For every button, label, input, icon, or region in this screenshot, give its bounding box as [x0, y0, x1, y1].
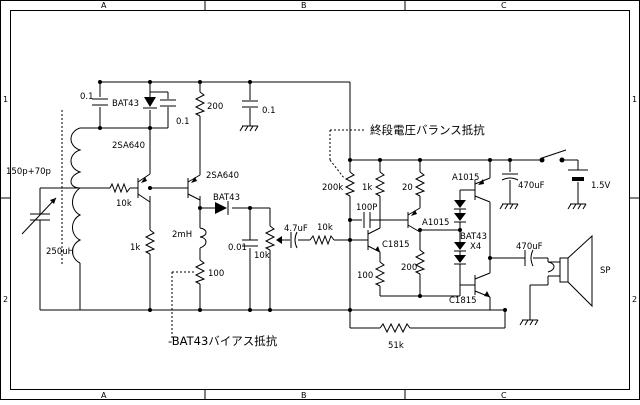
label-r-100-left: 100 — [208, 269, 224, 279]
label-r-100-mid: 100 — [357, 271, 373, 281]
label-r-200-mid: 200 — [401, 263, 417, 273]
capacitor-4.7uf — [290, 231, 298, 249]
resistor-200-mid — [414, 249, 426, 275]
zone-right-2: 2 — [632, 295, 637, 304]
transistor-2sa640-q1 — [137, 158, 151, 203]
label-diode-stack: BAT43 — [460, 232, 487, 242]
zone-top-b: B — [301, 1, 307, 10]
junction-dots — [98, 80, 512, 312]
label-coil: 250uH — [46, 247, 74, 257]
capacitor-0.1-top-left — [92, 98, 108, 106]
resistor-20 — [414, 171, 426, 197]
resistor-200k — [344, 171, 356, 197]
label-inductor-2mh: 2mH — [172, 230, 192, 240]
transistor-c1815-right — [474, 272, 491, 298]
label-c-001: 0.01 — [228, 243, 247, 253]
label-q1: 2SA640 — [112, 141, 145, 151]
annotation-leader-balance — [329, 129, 365, 179]
transistor-c1815-left — [367, 227, 381, 253]
transistor-2sa640-q2 — [180, 174, 201, 201]
resistor-100-mid — [374, 261, 386, 287]
annotation-leader-bias — [171, 271, 194, 340]
zone-right-1: 1 — [632, 95, 637, 104]
diode-stack-bat43 — [454, 200, 466, 275]
zone-bottom-c: C — [501, 391, 507, 400]
speaker-icon — [547, 234, 593, 308]
label-r-1k-mid: 1k — [362, 183, 372, 193]
label-diode-mid: BAT43 — [213, 193, 240, 203]
capacitor-0.1-top-mid — [160, 99, 176, 107]
diode-bat43-mid — [215, 201, 229, 215]
label-r-20: 20 — [402, 183, 413, 193]
label-c-100p: 100P — [356, 203, 377, 213]
capacitor-0.1-top-right — [242, 100, 258, 108]
zone-top-a: A — [101, 1, 107, 10]
ground-symbol — [499, 203, 519, 210]
resistor-1k-left — [144, 229, 156, 255]
label-diode-top: BAT43 — [112, 99, 139, 109]
label-r-200-top: 200 — [207, 102, 223, 112]
capacitor-470uf-out — [524, 249, 534, 267]
zone-bottom-b: B — [301, 391, 307, 400]
label-c-470uf-top: 470uF — [518, 181, 545, 191]
label-diode-stack-count: X4 — [470, 242, 481, 252]
label-c-top-mid: 0.1 — [176, 117, 190, 127]
label-r-1k-left: 1k — [130, 243, 140, 253]
label-q-a1015-mid: A1015 — [422, 218, 449, 228]
label-r-10k-left: 10k — [116, 199, 132, 209]
capacitor-470uf-top — [501, 173, 519, 181]
tuning-capacitor-150p-70p — [21, 197, 57, 235]
label-q-c1815-left: C1815 — [382, 240, 410, 250]
battery-1.5v — [568, 169, 588, 181]
inductor-2mh — [199, 227, 207, 249]
zone-top-c: C — [501, 1, 507, 10]
potentiometer-10k — [264, 225, 282, 251]
ground-symbol — [567, 203, 587, 210]
label-c-47uf: 4.7uF — [284, 224, 308, 234]
transistor-a1015-right — [474, 177, 491, 203]
zone-bottom-a: A — [101, 391, 107, 400]
diode-bat43-top — [143, 97, 157, 109]
power-switch[interactable] — [539, 149, 567, 163]
capacitor-0.01 — [242, 239, 258, 247]
resistor-200-top — [194, 91, 206, 117]
circuit-wires — [39, 81, 579, 329]
label-battery: 1.5V — [591, 181, 611, 191]
label-c-top-right: 0.1 — [262, 106, 276, 116]
zone-left-1: 1 — [3, 95, 8, 104]
label-q-a1015-right: A1015 — [452, 173, 479, 183]
label-c-470uf-out: 470uF — [516, 242, 543, 252]
resistor-1k-mid — [374, 171, 386, 197]
label-c-top-left: 0.1 — [80, 92, 94, 102]
resistor-100-left — [194, 259, 206, 285]
zone-left-2: 2 — [3, 295, 8, 304]
transistor-a1015-mid — [407, 207, 421, 233]
capacitor-100p — [363, 212, 371, 228]
resistor-51k — [379, 322, 411, 334]
label-q-c1815-right: C1815 — [449, 296, 477, 306]
label-tune-cap: 150p+70p — [6, 167, 51, 177]
label-r-10k-mid: 10k — [317, 223, 333, 233]
note-balance-resistor: 終段電圧バランス抵抗 — [370, 123, 485, 137]
ground-symbol — [239, 125, 259, 132]
resistor-10k-left — [109, 182, 131, 194]
ground-symbol — [519, 319, 539, 326]
resistor-10k-mid — [309, 234, 335, 246]
label-r-51k: 51k — [388, 341, 404, 351]
note-bias-resistor: -BAT43バイアス抵抗 — [168, 334, 278, 348]
label-pot-10k: 10k — [254, 251, 270, 261]
label-r-200k: 200k — [322, 183, 343, 193]
label-q2: 2SA640 — [206, 171, 239, 181]
coil-250uh — [61, 110, 82, 265]
label-speaker: SP — [600, 266, 611, 276]
